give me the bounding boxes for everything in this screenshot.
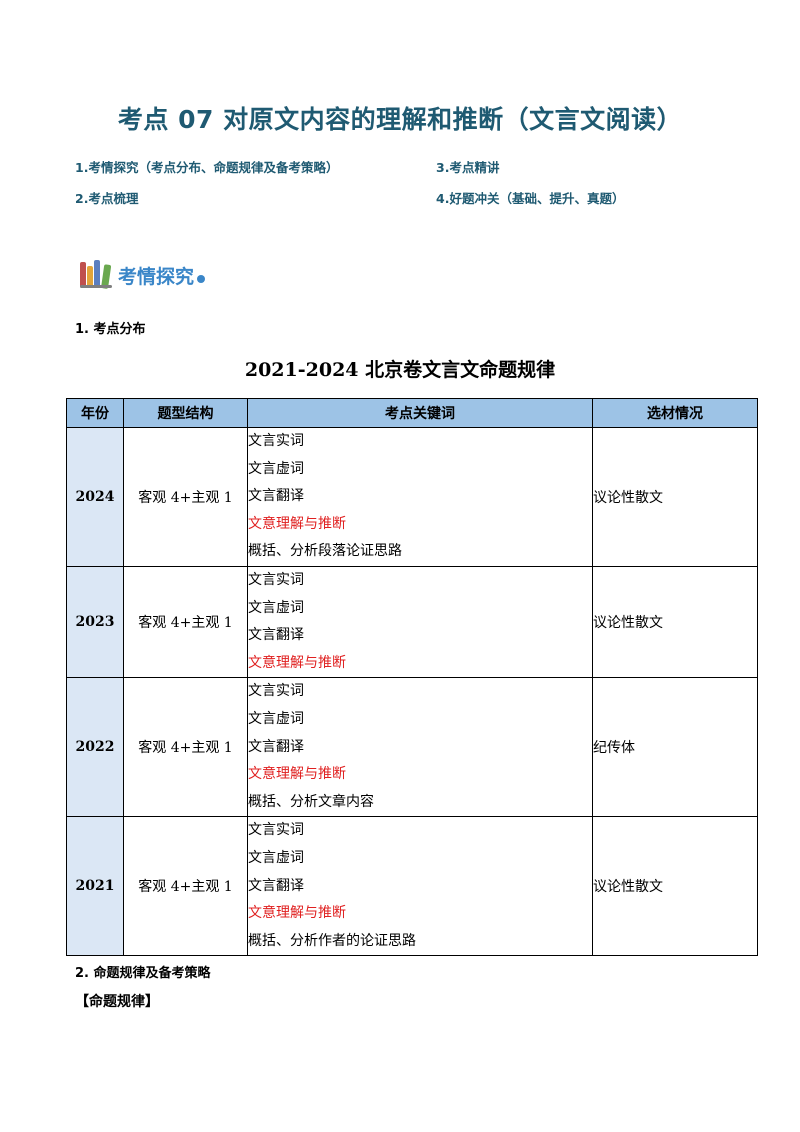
row-keywords: 文言实词 文言虚词 文言翻译 文意理解与推断 概括、分析段落论证思路 [247,427,593,567]
keyword: 文言翻译 [248,488,304,505]
row-structure: 客观 4+主观 1 [123,565,248,679]
row-year: 2021 [66,816,124,957]
row-keywords: 文言实词 文言虚词 文言翻译 文意理解与推断 概括、分析文章内容 [247,677,593,818]
keyword: 文言虚词 [248,460,304,477]
row-structure: 客观 4+主观 1 [123,427,248,567]
keyword: 文言翻译 [248,738,304,755]
keyword: 文言翻译 [248,627,304,644]
row-material: 议论性散文 [592,427,758,567]
header-year: 年份 [66,398,124,428]
subsection-heading: 【命题规律】 [75,994,159,1010]
page-title: 考点 07 对原文内容的理解和推断（文言文阅读） [117,105,683,134]
table-title: 2021-2024 北京卷文言文命题规律 [244,359,556,381]
table-row: 2024 客观 4+主观 1 文言实词 文言虚词 文言翻译 文意理解与推断 概括… [66,427,758,567]
keyword: 文言实词 [248,683,304,700]
row-keywords: 文言实词 文言虚词 文言翻译 文意理解与推断 概括、分析作者的论证思路 [247,816,593,957]
books-icon [80,260,114,290]
row-year: 2022 [66,677,124,818]
section-banner: 考情探究 [80,258,206,292]
row-year: 2024 [66,427,124,567]
toc-item-3[interactable]: 3.考点精讲 [436,160,500,175]
toc-item-1[interactable]: 1.考情探究（考点分布、命题规律及备考策略） [75,160,339,175]
keyword: 文言实词 [248,822,304,839]
keyword: 文言实词 [248,433,304,450]
keyword: 文言翻译 [248,877,304,894]
section-heading-distribution: 1. 考点分布 [75,322,146,337]
keyword: 概括、分析作者的论证思路 [248,932,416,949]
keyword: 概括、分析段落论证思路 [248,543,402,560]
banner-label: 考情探究 [118,265,195,288]
toc-item-2[interactable]: 2.考点梳理 [75,191,139,206]
exam-pattern-table: 年份 题型结构 考点关键词 选材情况 2024 客观 4+主观 1 文言实词 文… [66,398,758,957]
table-row: 2023 客观 4+主观 1 文言实词 文言虚词 文言翻译 文意理解与推断 议论… [66,565,758,679]
keyword: 文言实词 [248,572,304,588]
row-material: 议论性散文 [592,816,758,957]
keyword: 文言虚词 [248,599,304,616]
row-structure: 客观 4+主观 1 [123,677,248,818]
table-header-row: 年份 题型结构 考点关键词 选材情况 [66,398,758,428]
keyword: 文言虚词 [248,849,304,866]
keyword-highlight: 文意理解与推断 [248,905,346,922]
table-row: 2022 客观 4+主观 1 文言实词 文言虚词 文言翻译 文意理解与推断 概括… [66,677,758,818]
dot-icon [197,275,206,283]
row-material: 议论性散文 [592,565,758,679]
row-year: 2023 [66,565,124,679]
row-keywords: 文言实词 文言虚词 文言翻译 文意理解与推断 [247,565,593,679]
table-row: 2021 客观 4+主观 1 文言实词 文言虚词 文言翻译 文意理解与推断 概括… [66,816,758,957]
keyword: 文言虚词 [248,710,304,727]
row-structure: 客观 4+主观 1 [123,816,248,957]
toc-item-4[interactable]: 4.好题冲关（基础、提升、真题） [436,191,625,206]
keyword-highlight: 文意理解与推断 [248,515,346,532]
section-heading-rules: 2. 命题规律及备考策略 [75,966,211,981]
header-keywords: 考点关键词 [247,398,593,428]
header-material: 选材情况 [592,398,758,428]
keyword-highlight: 文意理解与推断 [248,766,346,783]
row-material: 纪传体 [592,677,758,818]
keyword-highlight: 文意理解与推断 [248,654,346,671]
header-structure: 题型结构 [123,398,248,428]
keyword: 概括、分析文章内容 [248,793,374,810]
